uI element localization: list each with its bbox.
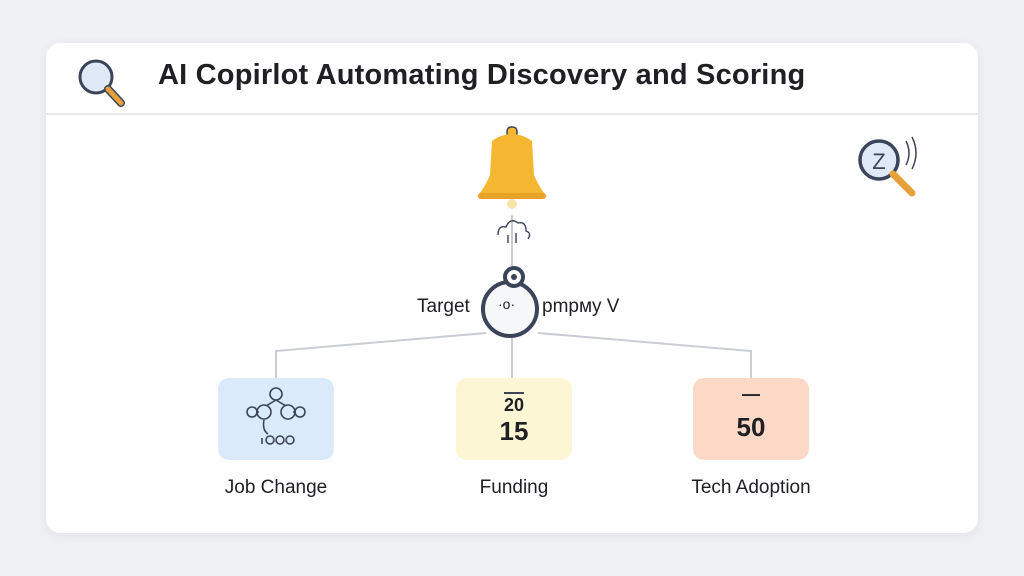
target-label-mid: ·o· xyxy=(498,296,516,312)
tech-value-top: — xyxy=(742,384,760,404)
node-tech-adoption: — 50 xyxy=(693,378,809,460)
diagram-card: AI Copirlot Automating Discovery and Sco… xyxy=(46,43,978,533)
header: AI Copirlot Automating Discovery and Sco… xyxy=(46,43,978,115)
magnifier-icon xyxy=(78,59,125,107)
flow-diagram: Z xyxy=(275,126,917,378)
connector-tech-adoption xyxy=(537,332,752,378)
node-funding: 20 15 xyxy=(456,378,572,460)
bell-icon xyxy=(478,126,546,209)
people-network-icon xyxy=(246,387,306,445)
svg-text:Z: Z xyxy=(872,149,885,174)
funding-value-top: 20 xyxy=(503,395,525,415)
funding-tick xyxy=(504,392,524,394)
target-label-left: Target xyxy=(417,296,470,317)
node-tech-adoption-label: Tech Adoption xyxy=(691,477,811,498)
connectors xyxy=(275,215,752,378)
connector-job-change xyxy=(275,332,487,378)
zoom-magnifier-icon: Z xyxy=(858,136,917,197)
target-magnifier-icon xyxy=(481,266,539,338)
page-title: AI Copirlot Automating Discovery and Sco… xyxy=(158,59,806,91)
node-job-change xyxy=(218,378,334,460)
node-job-change-label: Job Change xyxy=(224,477,328,498)
tech-value: 50 xyxy=(736,412,766,442)
target-label-right: pmpмy V xyxy=(542,296,620,317)
node-funding-label: Funding xyxy=(479,477,549,498)
funding-value: 15 xyxy=(499,416,529,446)
cloud-sync-icon xyxy=(497,220,531,243)
